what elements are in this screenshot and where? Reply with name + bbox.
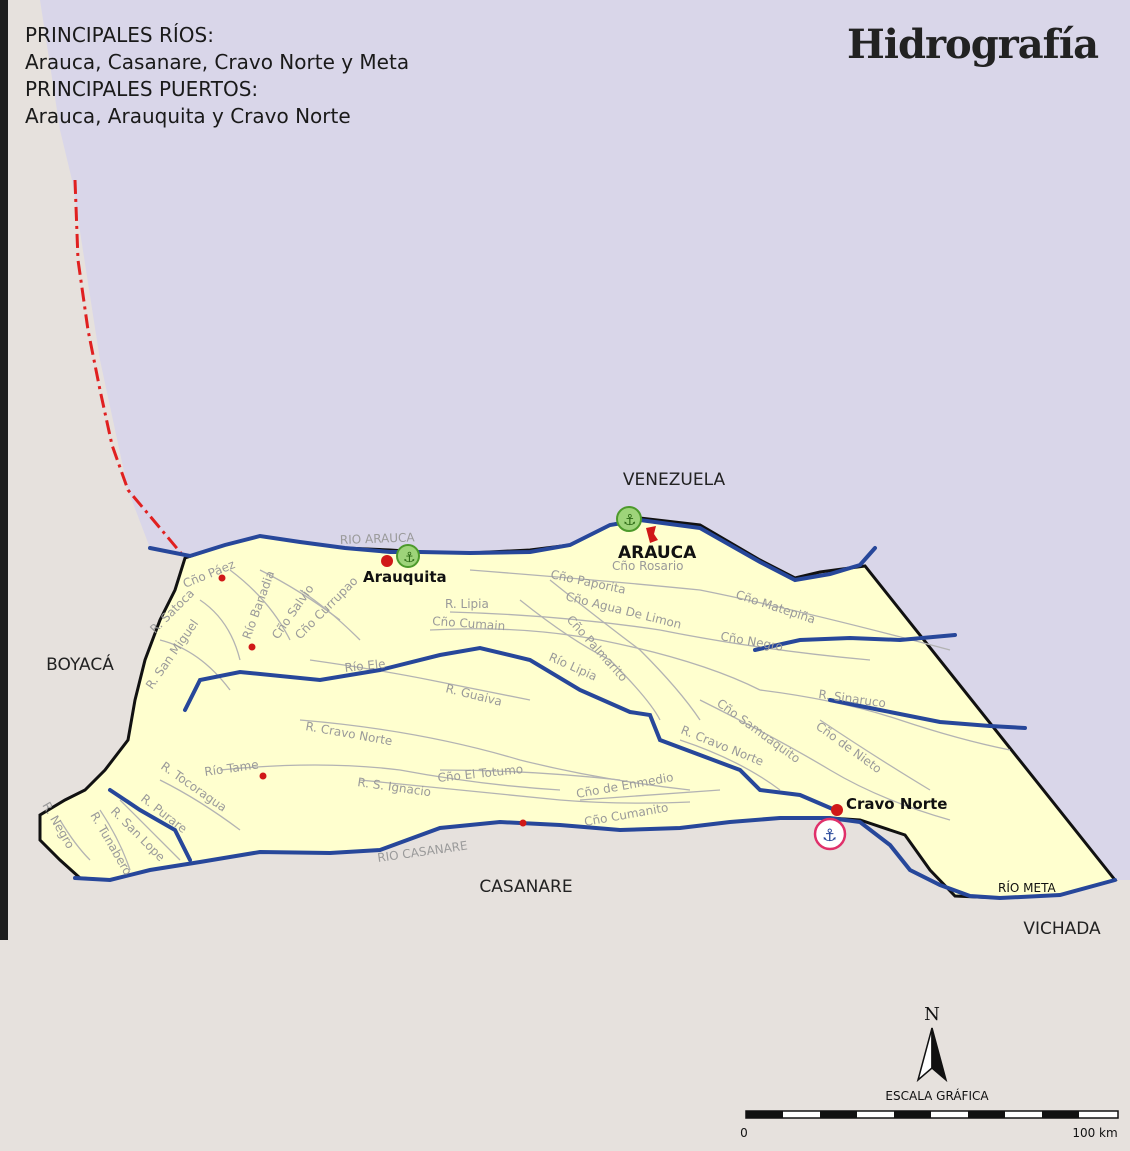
port-anchor-icon [396, 544, 420, 568]
rio-arauca-line [148, 517, 877, 583]
label-cno-cumain: Cño Cumain [432, 614, 506, 633]
label-rio-ele: Río Ele [344, 657, 386, 675]
anchor-icon: ⚓ [623, 511, 636, 529]
venezuela-area [0, 0, 1130, 880]
main-rivers [73, 517, 1117, 901]
rio-sinaruco-line [828, 698, 1027, 730]
town-dots [218, 574, 527, 827]
label-rio-arauca: RIO ARAUCA [340, 530, 416, 547]
border-line-venezuela [73, 179, 187, 559]
label-rio-meta: RÍO META [998, 880, 1056, 895]
city-arauquita: ⚓ Arauquita [363, 544, 447, 586]
region-casanare: CASANARE [479, 877, 572, 897]
region-venezuela: VENEZUELA [623, 470, 726, 490]
scale-end: 100 km [1072, 1126, 1117, 1140]
port-anchor-icon [813, 817, 847, 851]
city-dot [831, 804, 843, 816]
rio-ele-line [183, 645, 837, 812]
label-cno-rosario: Cño Rosario [612, 559, 684, 573]
anchor-icon: ⚓ [403, 550, 416, 566]
scale-bar: ESCALA GRÁFICA 0 100 km [740, 1088, 1119, 1140]
rio-purare-line [108, 788, 192, 862]
minor-rivers [59, 569, 1011, 871]
scale-title: ESCALA GRÁFICA [885, 1088, 989, 1103]
frame-edge [0, 0, 8, 940]
compass: N [916, 1004, 948, 1083]
region-vichada: VICHADA [1023, 919, 1101, 939]
scale-start: 0 [740, 1126, 748, 1140]
north-arrow-dark-icon [931, 1027, 948, 1083]
label-arauquita: Arauquita [363, 568, 447, 586]
capital-marker [646, 526, 658, 543]
label-r-lipia: R. Lipia [445, 597, 489, 611]
label-arauca: ARAUCA [618, 543, 697, 563]
anchor-icon: ⚓ [822, 826, 837, 846]
rio-casanare-line [73, 816, 1117, 901]
header-ports-list: Arauca, Arauquita y Cravo Norte [25, 104, 351, 128]
city-dot [381, 555, 393, 567]
map-title: Hidrografía [847, 21, 1098, 68]
region-boyaca: BOYACÁ [46, 653, 114, 675]
city-cravo-norte: ⚓ Cravo Norte [813, 795, 947, 851]
city-arauca: ⚓ ARAUCA [616, 506, 697, 563]
port-anchor-icon [616, 506, 642, 532]
header-text: PRINCIPALES RÍOS: Arauca, Casanare, Crav… [25, 23, 409, 128]
header-rivers-list: Arauca, Casanare, Cravo Norte y Meta [25, 50, 409, 74]
label-cravo-norte: Cravo Norte [846, 795, 947, 813]
header-rivers-title: PRINCIPALES RÍOS: [25, 23, 214, 47]
rio-lipia-tributary [753, 633, 957, 652]
header-ports-title: PRINCIPALES PUERTOS: [25, 77, 258, 101]
north-label: N [924, 1004, 940, 1025]
